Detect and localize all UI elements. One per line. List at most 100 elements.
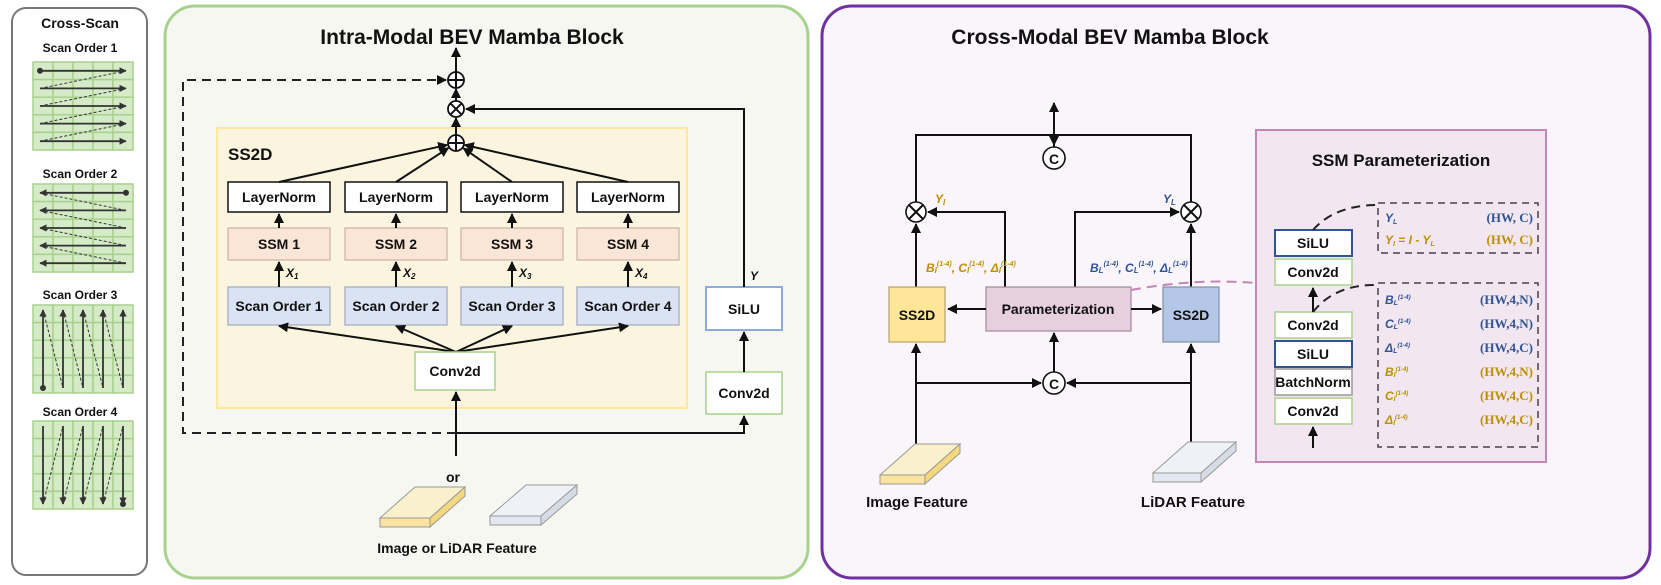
conv2d-main-block: Conv2d (414, 351, 496, 391)
ssm-param-conv2d-block: Conv2d (1274, 397, 1353, 425)
scan-return-path (62, 425, 84, 505)
ss2d-region-label: SS2D (228, 145, 272, 164)
y-image-label: YI (935, 192, 946, 207)
param-output-row: BL(1-4) (HW,4,N) (1385, 292, 1533, 307)
concat-top-label: C (1049, 151, 1059, 167)
scan-order-3-grid (32, 304, 134, 394)
ssm-param-silu-block: SiLU (1274, 340, 1353, 368)
gate-output-row: YI = I - YL(HW, C) (1385, 232, 1533, 248)
lidar-params-label: BL(1-4), CL(1-4), ΔL(1-4) (1090, 261, 1188, 275)
cross-modal-panel: Cross-Modal BEV Mamba Block C YI YL BI(1… (820, 4, 1652, 580)
param-outputs-box (1377, 282, 1539, 448)
ssm-param-conv2d-block: Conv2d (1274, 311, 1353, 339)
silu-gate-label: SiLU (728, 301, 760, 317)
ss2d-image-block: SS2D (888, 286, 946, 343)
param-output-row: BI(1-4) (HW,4,N) (1385, 364, 1533, 379)
ss2d-lidar-block: SS2D (1162, 286, 1220, 343)
param-to-lidar-gate-arrow (1074, 207, 1180, 287)
param-output-shape: (HW,4,C) (1480, 388, 1533, 403)
scan-order-label: Scan Order 2 (352, 298, 439, 314)
conv2d-to-scan-arrow (455, 325, 513, 353)
param-output-row: CL(1-4)(HW,4,N) (1385, 316, 1533, 331)
ssm-block (344, 227, 448, 261)
x-input-label: X3 (518, 266, 532, 281)
conv2d-to-scan-arrow (395, 324, 457, 353)
param-output-name: ΔL(1-4) (1384, 341, 1410, 355)
concat-node-top: C (1042, 146, 1066, 170)
gate-output-shape: (HW, C) (1487, 232, 1533, 247)
x-input-label: X1 (285, 266, 299, 281)
scan-return-path (102, 425, 124, 505)
multiply-node-image (905, 201, 927, 223)
intra-modal-title: Intra-Modal BEV Mamba Block (320, 26, 624, 49)
scan-start-dot (123, 189, 129, 196)
layernorm-to-sum-arrow (395, 147, 450, 183)
scan-order-4-label: Scan Order 4 (43, 405, 118, 419)
ssm-param-block-label: SiLU (1297, 235, 1329, 251)
param-output-shape: (HW,4,N) (1480, 364, 1533, 379)
gate-output-name: YL (1385, 211, 1397, 226)
ssm-parameterization-panel: SSM Parameterization SiLUConv2dConv2dSiL… (1255, 129, 1547, 463)
scan-order-label: Scan Order 4 (584, 298, 671, 314)
or-label: or (446, 469, 461, 485)
layernorm-block (460, 181, 564, 213)
param-output-shape: (HW,4,N) (1480, 292, 1533, 307)
param-output-name: ΔI(1-4) (1384, 413, 1408, 427)
scan-return-path (42, 309, 64, 389)
gate-to-multiply-arrow (465, 104, 745, 287)
cross-modal-title: Cross-Modal BEV Mamba Block (951, 26, 1269, 49)
gate-outputs-box (1377, 202, 1539, 254)
ss2d-lidar-label: SS2D (1173, 307, 1210, 323)
concat-node-bottom: C (1042, 371, 1066, 395)
param-to-image-gate-arrow (927, 207, 1006, 287)
ssm-label: SSM 2 (375, 236, 417, 252)
param-output-name: BL(1-4) (1385, 293, 1411, 307)
scan-return-path (62, 309, 84, 389)
scan-start-dot (120, 501, 126, 507)
ss2d-region (216, 127, 688, 409)
param-callout-line (1312, 283, 1379, 313)
ssm-label: SSM 4 (607, 236, 649, 252)
scan-order-2-grid (32, 183, 134, 273)
intra-feature-label: Image or LiDAR Feature (377, 540, 537, 556)
scan-order-1-grid (32, 61, 134, 151)
ssm-param-conv2d-block: Conv2d (1274, 258, 1353, 286)
ssm-param-block-label: Conv2d (1287, 403, 1338, 419)
ssm-block (227, 227, 331, 261)
x-input-label: X2 (402, 266, 416, 281)
ssm-param-block-label: Conv2d (1287, 264, 1338, 280)
ss2d-image-label: SS2D (899, 307, 936, 323)
scan-order-block (344, 286, 448, 326)
x-input-label: X4 (634, 266, 648, 281)
ssm-param-block-label: BatchNorm (1275, 374, 1350, 390)
layernorm-label: LayerNorm (591, 189, 665, 205)
ssm-param-silu-block: SiLU (1274, 229, 1353, 257)
param-output-shape: (HW,4,C) (1480, 412, 1533, 427)
scan-return-path (82, 309, 104, 389)
scan-order-1-label: Scan Order 1 (43, 41, 118, 55)
multiply-node (447, 100, 465, 118)
layernorm-block (344, 181, 448, 213)
ssm-label: SSM 1 (258, 236, 300, 252)
scan-order-label: Scan Order 3 (468, 298, 555, 314)
param-output-shape: (HW,4,C) (1480, 340, 1533, 355)
layernorm-to-sum-arrow (462, 147, 513, 183)
concat-bottom-label: C (1049, 376, 1059, 392)
param-output-row: ΔI(1-4) (HW,4,C) (1384, 412, 1533, 427)
residual-sum-node (447, 71, 465, 89)
param-output-name: BI(1-4) (1385, 365, 1408, 379)
gate-output-shape: (HW, C) (1487, 210, 1533, 225)
layernorm-label: LayerNorm (475, 189, 549, 205)
layernorm-to-sum-arrow (278, 141, 449, 183)
scan-order-label: Scan Order 1 (235, 298, 322, 314)
conv2d-gate-block: Conv2d (705, 371, 783, 415)
scan-order-block (227, 286, 331, 326)
layernorm-label: LayerNorm (359, 189, 433, 205)
cross-lidar-feature-slab (1151, 440, 1238, 484)
param-output-row: CI(1-4)(HW,4,C) (1385, 388, 1533, 403)
scan-order-3-label: Scan Order 3 (43, 288, 118, 302)
